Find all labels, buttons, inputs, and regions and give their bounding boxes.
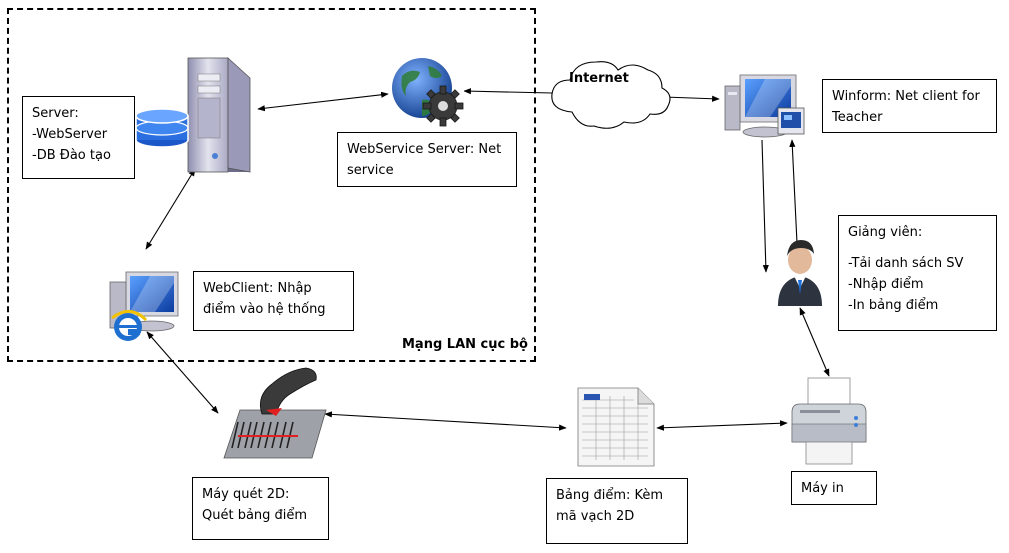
lecturer-box-title: Giảng viên: (848, 225, 923, 240)
server-webclient-link (145, 168, 196, 250)
lecturer-box-line: -Nhập điểm (848, 277, 924, 292)
server-box: Server: -WebServer -DB Đào tạo (22, 96, 135, 179)
winform-box: Winform: Net client for Teacher (822, 79, 997, 133)
server-box-line: Server: (32, 106, 79, 121)
lan-label: Mạng LAN cục bộ (402, 337, 528, 352)
winform-box-line: Teacher (832, 110, 883, 125)
person-icon (778, 240, 822, 306)
sheet-box-line: mã vạch 2D (556, 509, 635, 524)
spreadsheet-icon (577, 387, 655, 467)
teacherpc-to-lecturer-link (761, 139, 769, 273)
lecturer-printer-link (799, 307, 830, 377)
lecturer-box-line: -In bảng điểm (848, 298, 939, 313)
webservice-globe-gear-icon (389, 56, 464, 128)
teacher-pc-icon (724, 74, 805, 138)
webservice-cloud-link (463, 88, 553, 95)
webclient-box-line: WebClient: Nhập (203, 281, 312, 296)
printer-box-line: Máy in (801, 481, 844, 496)
lecturer-box: Giảng viên: -Tải danh sách SV -Nhập điểm… (838, 215, 997, 331)
lecturer-to-teacherpc-link (789, 139, 798, 244)
webservice-box: WebService Server: Net service (337, 132, 517, 187)
lan-boundary (7, 8, 536, 362)
webclient-scanner-link (146, 331, 219, 414)
connectors (145, 88, 830, 431)
barcode-scanner-icon (223, 367, 327, 459)
cloud-teacherpc-link (663, 95, 720, 102)
webservice-box-line: service (347, 163, 394, 178)
webservice-box-line: WebService Server: Net (347, 142, 502, 157)
webclient-pc-icon (109, 271, 179, 341)
scanner-box-line: Quét bảng điểm (202, 508, 308, 523)
sheet-box: Bảng điểm: Kèm mã vạch 2D (546, 478, 688, 544)
sheet-printer-link (656, 420, 788, 431)
scanner-box: Máy quét 2D: Quét bảng điểm (192, 477, 329, 540)
lecturer-box-line: -Tải danh sách SV (848, 256, 964, 271)
cloud-icon (551, 61, 671, 129)
server-icon (135, 57, 251, 173)
sheet-box-line: Bảng điểm: Kèm (556, 488, 664, 503)
webclient-box: WebClient: Nhập điểm vào hệ thống (193, 271, 354, 331)
printer-box: Máy in (791, 471, 877, 505)
internet-label: Internet (569, 71, 629, 86)
server-box-line: -WebServer (32, 127, 108, 142)
scanner-box-line: Máy quét 2D: (202, 487, 290, 502)
printer-icon (791, 377, 867, 465)
scanner-sheet-link (324, 411, 567, 431)
webclient-box-line: điểm vào hệ thống (203, 302, 326, 317)
winform-box-line: Winform: Net client for (832, 89, 980, 104)
server-box-line: -DB Đào tạo (32, 148, 111, 163)
server-webservice-link (257, 91, 389, 112)
